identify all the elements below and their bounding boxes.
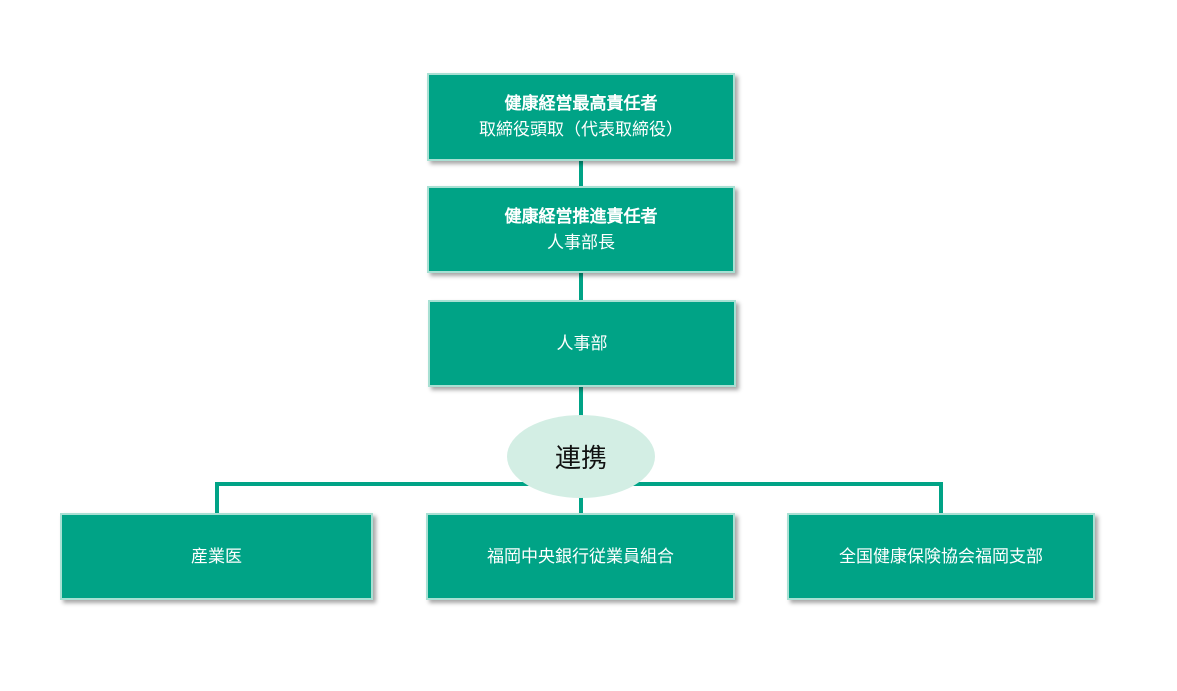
partner-box-employee-union: 福岡中央銀行従業員組合 (426, 513, 735, 600)
partner-label: 福岡中央銀行従業員組合 (487, 546, 674, 567)
partner-label: 全国健康保険協会福岡支部 (839, 546, 1043, 567)
partner-box-health-insurance-association: 全国健康保険協会福岡支部 (787, 513, 1095, 600)
partner-box-occupational-physician: 産業医 (60, 513, 373, 600)
partner-label: 産業医 (191, 546, 242, 567)
hr-department-box: 人事部 (428, 300, 736, 387)
chief-health-officer-box: 健康経営最高責任者 取締役頭取（代表取締役） (427, 73, 735, 161)
collaboration-label: 連携 (554, 444, 607, 474)
chief-health-officer-title: 健康経営最高責任者 (504, 94, 658, 114)
health-promotion-manager-box: 健康経営推進責任者 人事部長 (427, 186, 735, 273)
health-promotion-manager-subtitle: 人事部長 (547, 232, 615, 253)
health-promotion-manager-title: 健康経営推進責任者 (504, 206, 658, 227)
collaboration-ellipse: 連携 (507, 415, 655, 498)
hr-department-label: 人事部 (556, 333, 608, 354)
chief-health-officer-subtitle: 取締役頭取（代表取締役） (479, 120, 683, 140)
